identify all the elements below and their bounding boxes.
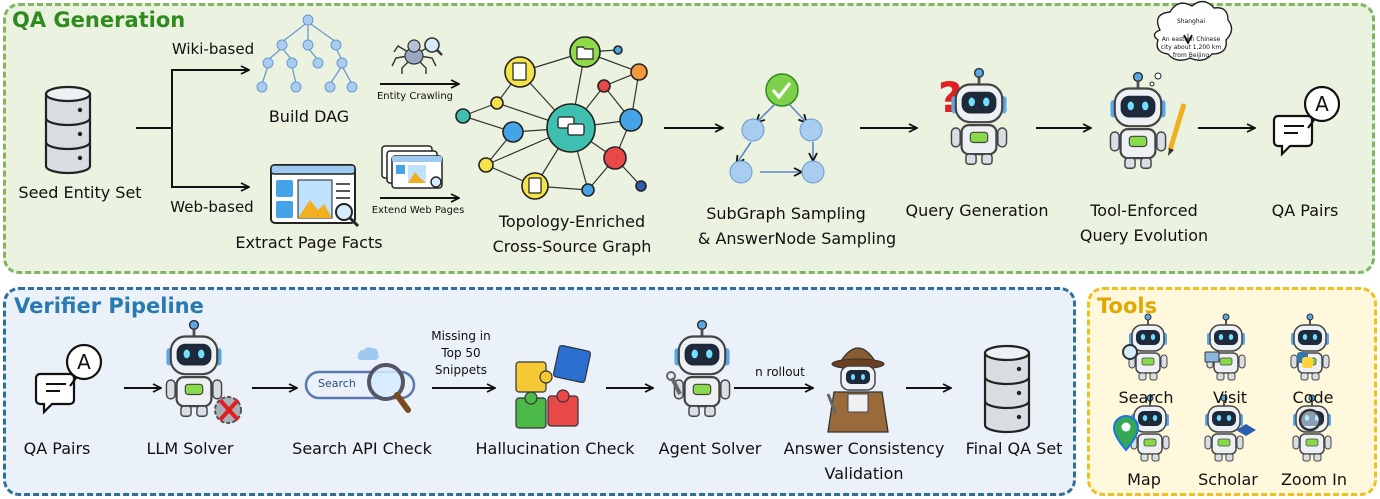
- subgraph-sampling-icon: [729, 73, 825, 184]
- bubble-line3: from Beijing: [1172, 52, 1210, 59]
- dag-tree-icon: [261, 21, 353, 85]
- bubble-line2: city about 1,200 km: [1160, 44, 1222, 51]
- bubble-line1: An eastern Chinese: [1161, 36, 1221, 43]
- missing-label-line2: Top 50: [441, 346, 481, 360]
- scholar-cap-icon: [1236, 424, 1256, 436]
- wrench-icon: [666, 371, 682, 395]
- missing-label-line3: Snippets: [434, 363, 488, 377]
- bubble-title: Shanghai: [1176, 18, 1206, 25]
- hallucination-check-label: Hallucination Check: [475, 439, 635, 458]
- graph-label-line2: Cross-Source Graph: [492, 237, 652, 256]
- consistency-label-line1: Answer Consistency: [783, 439, 945, 458]
- web-page-icon: [270, 164, 360, 228]
- agent-solver-label: Agent Solver: [658, 439, 762, 458]
- evolution-robot-icon: [1108, 71, 1168, 170]
- gear-cross-icon: [214, 396, 242, 424]
- evolution-label-line1: Tool-Enforced: [1090, 201, 1198, 220]
- search-api-icon: [304, 347, 416, 413]
- llm-solver-label: LLM Solver: [146, 439, 234, 458]
- entity-crawling-label: Entity Crawling: [376, 91, 454, 102]
- evolution-label-line2: Query Evolution: [1079, 226, 1209, 245]
- magnifier-icon: [1122, 344, 1138, 360]
- tool-code-robot-icon: [1290, 313, 1330, 381]
- qa-pairs-label: QA Pairs: [1271, 201, 1339, 220]
- laptop-icon: [1204, 351, 1220, 363]
- subgraph-label-line1: SubGraph Sampling: [706, 204, 866, 223]
- search-box-text: Search: [318, 377, 356, 390]
- spider-crawler-icon: [391, 37, 443, 74]
- tool-map-label: Map: [1127, 470, 1161, 489]
- wiki-based-label: Wiki-based: [171, 40, 255, 58]
- tool-scholar-label: Scholar: [1198, 470, 1258, 489]
- tool-visit-robot-icon: [1206, 313, 1246, 381]
- search-api-check-label: Search API Check: [292, 439, 432, 458]
- thought-bubble: [1149, 0, 1233, 87]
- missing-label-line1: Missing in: [431, 329, 491, 343]
- tool-visit-label: Visit: [1212, 388, 1248, 407]
- build-dag-label: Build DAG: [268, 107, 350, 126]
- verifier-qa-pairs-icon: [34, 343, 103, 414]
- tool-search-label: Search: [1118, 388, 1174, 407]
- tool-code-label: Code: [1292, 388, 1334, 407]
- subgraph-label-line2: & AnswerNode Sampling: [697, 229, 897, 248]
- verifier-qa-pairs-label: QA Pairs: [23, 439, 91, 458]
- query-generation-label: Query Generation: [905, 201, 1049, 220]
- seed-database-icon: [44, 85, 92, 175]
- map-pin-icon: [1112, 415, 1140, 452]
- detective-robot-icon: [826, 347, 889, 433]
- qa-pairs-icon: [1272, 85, 1341, 156]
- web-based-label: Web-based: [170, 198, 254, 216]
- graph-label-line1: Topology-Enriched: [498, 212, 646, 231]
- consistency-label-line2: Validation: [824, 464, 904, 483]
- seed-entity-set-label: Seed Entity Set: [18, 183, 142, 202]
- tools-title: Tools: [1097, 294, 1158, 318]
- tool-zoom-in-label: Zoom In: [1280, 470, 1348, 489]
- zoom-magnifier-icon: [1298, 408, 1322, 432]
- extract-page-facts-label: Extract Page Facts: [235, 233, 383, 252]
- python-icon: [1297, 352, 1313, 368]
- bubble-text: Shanghai An eastern Chinese city about 1…: [1152, 18, 1230, 60]
- qa-generation-title: QA Generation: [12, 8, 186, 32]
- agent-solver-robot-icon: [673, 319, 731, 418]
- final-qa-set-label: Final QA Set: [965, 439, 1063, 458]
- puzzle-pieces-icon: [515, 344, 592, 429]
- tools-panel: [1087, 287, 1377, 496]
- verifier-pipeline-title: Verifier Pipeline: [14, 294, 204, 318]
- pencil-icon: [1167, 103, 1187, 156]
- extend-web-pages-label: Extend Web Pages: [371, 205, 465, 216]
- llm-solver-robot-icon: [164, 319, 224, 418]
- n-rollout-label: n rollout: [755, 365, 805, 379]
- final-qa-database-icon: [983, 344, 1031, 434]
- extend-web-pages-icon: [381, 145, 443, 189]
